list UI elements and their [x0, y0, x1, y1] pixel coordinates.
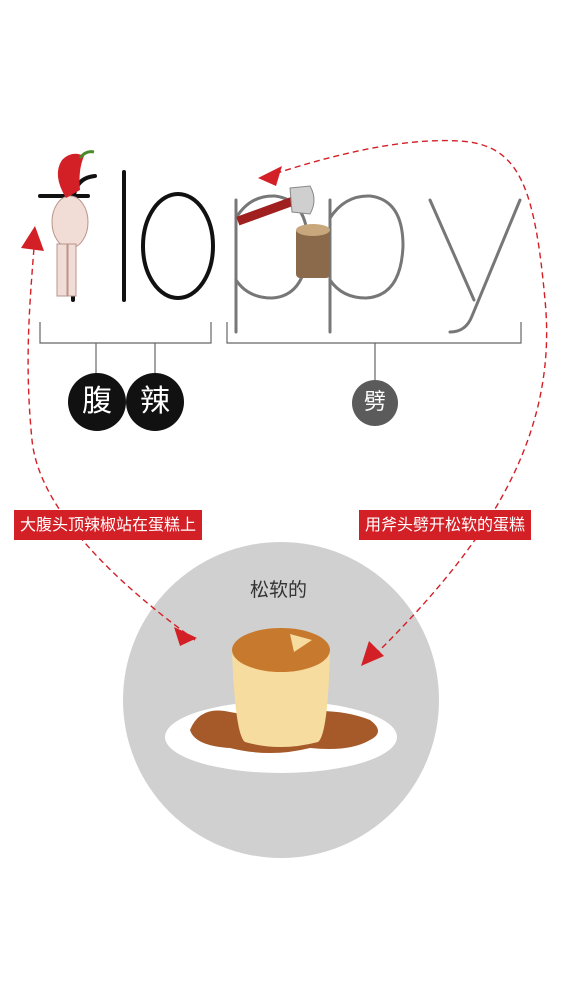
arrow-icon [21, 226, 44, 251]
left-tag: 大腹头顶辣椒站在蛋糕上 [14, 510, 203, 540]
arrow-icon [174, 627, 197, 646]
right-bracket [226, 322, 522, 344]
pudding-figure-icon [51, 195, 89, 297]
chili-pepper-icon [57, 150, 95, 198]
badge-pi: 劈 [352, 380, 398, 426]
badge-la: 辣 [126, 373, 184, 431]
letter-p2-bowl [328, 194, 405, 300]
arrow-icon [361, 641, 384, 666]
right-tag: 用斧头劈开松软的蛋糕 [359, 510, 532, 540]
left-bracket [39, 322, 212, 344]
axe-icon [236, 185, 315, 226]
cake-caption: 松软的 [250, 579, 308, 601]
letter-y [428, 198, 522, 334]
badge-fu: 腹 [68, 373, 126, 431]
left-dashed-arrow [27, 234, 196, 641]
floppy-word [38, 170, 522, 334]
arrow-icon [258, 166, 282, 186]
letter-o [141, 192, 215, 300]
pudding-cake-icon [165, 628, 397, 773]
wood-stump-icon [296, 224, 330, 278]
